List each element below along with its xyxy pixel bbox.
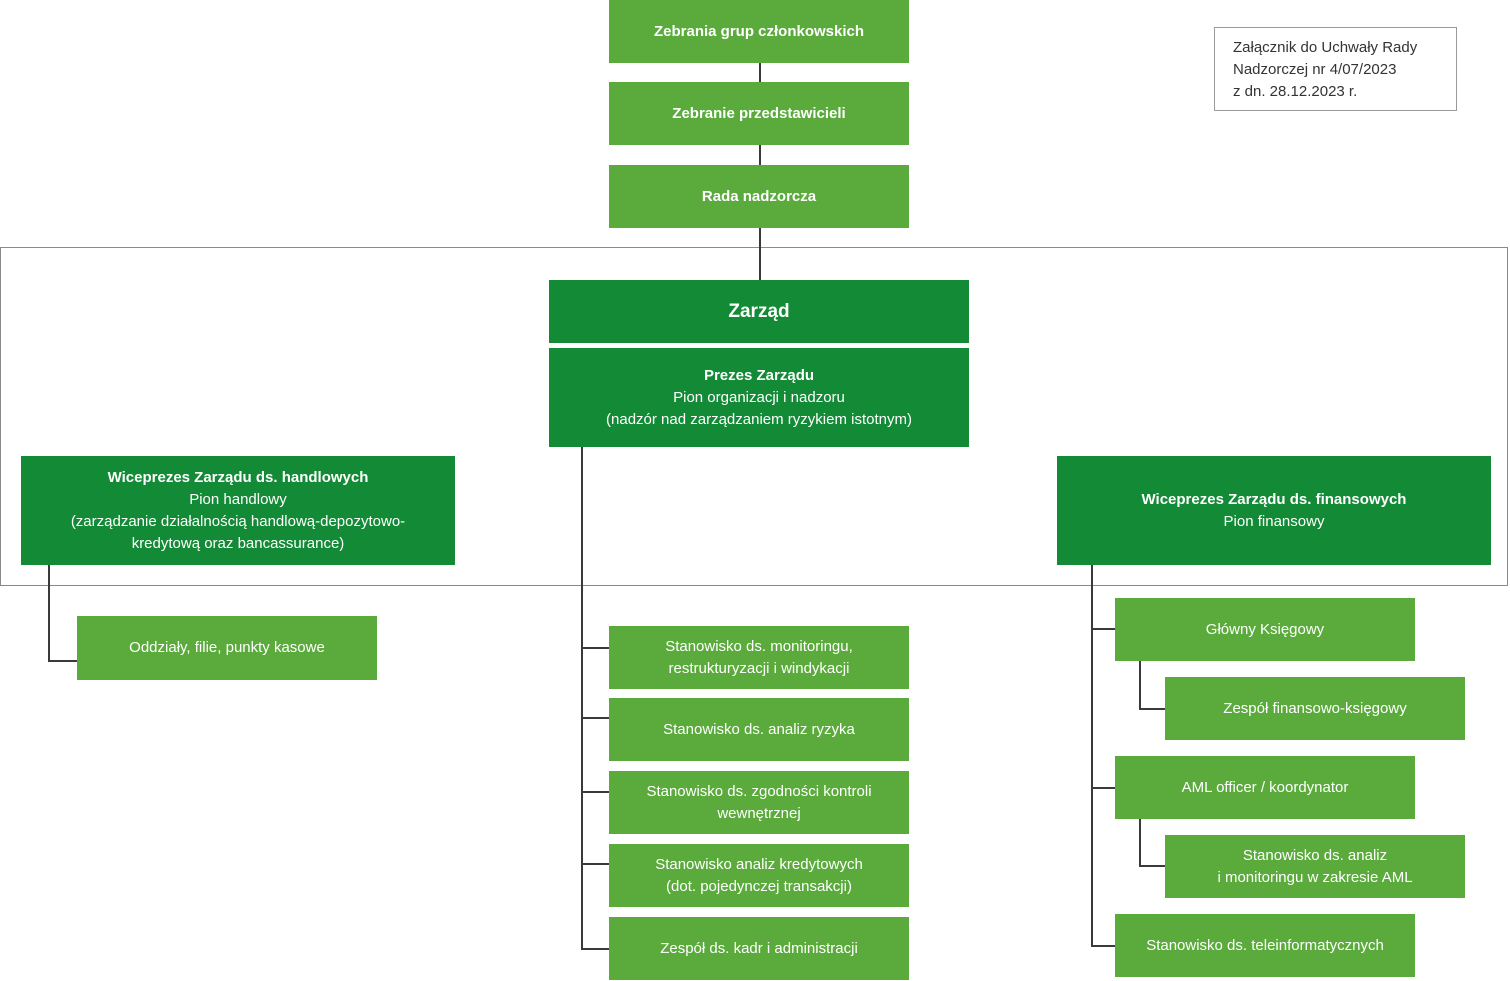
credit-analysis-label-2: (dot. pojedynczej transakcji) <box>666 877 852 895</box>
monitoring-box: Stanowisko ds. monitoringu, restrukturyz… <box>609 626 909 689</box>
monitoring-label-2: restrukturyzacji i windykacji <box>668 659 850 677</box>
supervisory-board-label: Rada nadzorcza <box>701 187 817 205</box>
branches-label: Oddziały, filie, punkty kasowe <box>129 639 325 656</box>
vp-commercial-title: Wiceprezes Zarządu ds. handlowych <box>107 468 369 486</box>
annex-note: Załącznik do Uchwały Rady Nadzorczej nr … <box>1214 27 1457 111</box>
aml-officer-label: AML officer / koordynator <box>1181 778 1349 796</box>
connector-president-trunk <box>581 447 583 950</box>
compliance-label-2: wewnętrznej <box>717 804 801 822</box>
connector-president-credit <box>581 863 610 865</box>
branches-box: Oddziały, filie, punkty kasowe <box>77 616 377 680</box>
connector-accountant-team <box>1139 708 1166 710</box>
connector-finance-it <box>1091 945 1116 947</box>
president-title: Prezes Zarządu <box>703 366 815 384</box>
aml-analysis-label-1: Stanowisko ds. analiz <box>1242 846 1388 864</box>
supervisory-board-box: Rada nadzorcza <box>609 165 909 228</box>
management-board-frame <box>0 247 1508 586</box>
president-box: Prezes Zarządu Pion organizacji i nadzor… <box>549 348 969 447</box>
annex-line-3: z dn. 28.12.2023 r. <box>1233 83 1358 100</box>
connector-president-hr <box>581 948 610 950</box>
connector-president-compliance <box>581 791 610 793</box>
vp-finance-division: Pion finansowy <box>1223 512 1325 530</box>
connector-president-monitoring <box>581 647 610 649</box>
monitoring-label-1: Stanowisko ds. monitoringu, <box>665 637 853 655</box>
connector-finance-trunk <box>1091 565 1093 947</box>
management-board-label: Zarząd <box>728 300 790 322</box>
vp-finance-title: Wiceprezes Zarządu ds. finansowych <box>1141 490 1407 508</box>
connector-accountant-sub <box>1139 661 1141 710</box>
connector-finance-aml <box>1091 787 1116 789</box>
president-division: Pion organizacji i nadzoru <box>673 388 845 406</box>
vp-commercial-scope-2: kredytową oraz bancassurance) <box>131 534 345 552</box>
it-box: Stanowisko ds. teleinformatycznych <box>1115 914 1415 977</box>
annex-line-1: Załącznik do Uchwały Rady <box>1233 39 1418 56</box>
hr-admin-box: Zespół ds. kadr i administracji <box>609 917 909 980</box>
connector-finance-chief-accountant <box>1091 628 1116 630</box>
chief-accountant-label: Główny Księgowy <box>1205 620 1325 638</box>
credit-analysis-label-1: Stanowisko analiz kredytowych <box>655 855 863 873</box>
compliance-box: Stanowisko ds. zgodności kontroli wewnęt… <box>609 771 909 834</box>
risk-analysis-box: Stanowisko ds. analiz ryzyka <box>609 698 909 761</box>
connector-aml-analysis <box>1139 865 1166 867</box>
representatives-meeting-label: Zebranie przedstawicieli <box>672 104 846 122</box>
vp-commercial-box: Wiceprezes Zarządu ds. handlowych Pion h… <box>21 456 455 565</box>
vp-commercial-scope-1: (zarządzanie działalnością handlową-depo… <box>70 512 406 530</box>
connector-representatives-board <box>759 145 761 166</box>
aml-analysis-label-2: i monitoringu w zakresie AML <box>1217 868 1413 886</box>
members-meetings-box: Zebrania grup członkowskich <box>609 0 909 63</box>
hr-admin-label: Zespół ds. kadr i administracji <box>660 939 858 957</box>
aml-officer-box: AML officer / koordynator <box>1115 756 1415 819</box>
credit-analysis-box: Stanowisko analiz kredytowych (dot. poje… <box>609 844 909 907</box>
connector-commercial-branches <box>48 660 78 662</box>
aml-analysis-box: Stanowisko ds. analiz i monitoringu w za… <box>1165 835 1465 898</box>
accounting-team-label: Zespół finansowo-księgowy <box>1223 699 1407 717</box>
connector-commercial-trunk <box>48 565 50 662</box>
connector-members-representatives <box>759 63 761 83</box>
annex-line-2: Nadzorczej nr 4/07/2023 <box>1233 61 1397 78</box>
compliance-label-1: Stanowisko ds. zgodności kontroli <box>646 782 872 800</box>
it-label: Stanowisko ds. teleinformatycznych <box>1146 936 1384 954</box>
connector-aml-sub <box>1139 819 1141 867</box>
management-board-box: Zarząd <box>549 280 969 343</box>
risk-analysis-label: Stanowisko ds. analiz ryzyka <box>663 720 855 738</box>
chief-accountant-box: Główny Księgowy <box>1115 598 1415 661</box>
accounting-team-box: Zespół finansowo-księgowy <box>1165 677 1465 740</box>
connector-president-risk <box>581 717 610 719</box>
representatives-meeting-box: Zebranie przedstawicieli <box>609 82 909 145</box>
connector-supervisory-management <box>759 228 761 281</box>
members-meetings-label: Zebrania grup członkowskich <box>653 22 865 40</box>
vp-commercial-division: Pion handlowy <box>189 490 287 508</box>
vp-finance-box: Wiceprezes Zarządu ds. finansowych Pion … <box>1057 456 1491 565</box>
president-scope: (nadzór nad zarządzaniem ryzykiem istotn… <box>606 410 912 428</box>
